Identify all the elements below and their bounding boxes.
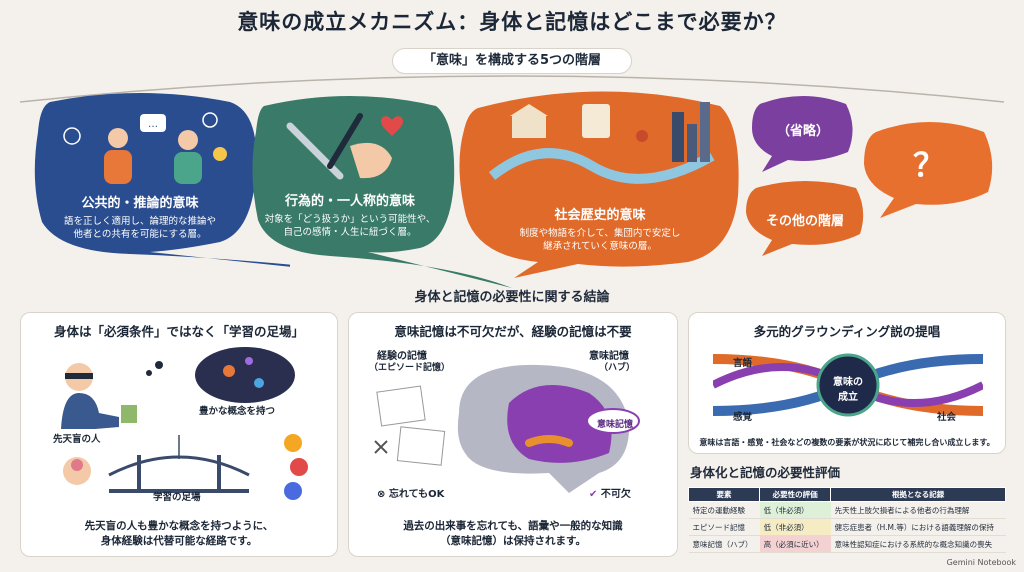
panel-foot: 身体経験は代替可能な経路です。 <box>100 535 258 547</box>
page-title: 意味の成立メカニズム：身体と記憶はどこまで必要か？ <box>237 10 787 34</box>
evaluation-title: 身体化と記憶の必要性評価 <box>690 465 841 480</box>
label-episodic: 経験の記憶 <box>377 351 427 362</box>
speech-bubble-shape <box>34 93 290 267</box>
panel-foot: 過去の出来事を忘れても、語彙や一般的な知識 <box>403 520 623 532</box>
layer-bubble-social: 社会歴史的意味 制度や物語を介して、集団内で安定し継承されていく意味の層。 <box>458 86 742 278</box>
helix-illustration <box>713 353 983 417</box>
table-cell-element: エピソード記憶 <box>688 518 760 536</box>
table-cell-evidence: 健忘症患者（H.M.等）における語義理解の保持 <box>830 518 1006 536</box>
strand-language: 言語 <box>733 358 753 369</box>
strand-society: 社会 <box>937 412 957 423</box>
layer-desc: 制度や物語を介して、集団内で安定し <box>519 228 681 239</box>
speech-bubble-shape <box>459 91 739 278</box>
layer-bubble-public: … 公共的・推論的意味 語を正しく適用し、論理的な推論や他者との共有を可能にする… <box>30 92 290 267</box>
table-row: 意味記憶（ハブ） 高（必須に近い） 意味性認知症における系統的な概念知識の喪失 <box>688 535 1006 553</box>
label-episodic-sub: （エピソード記憶） <box>369 363 451 373</box>
strand-sense: 感覚 <box>733 412 753 423</box>
layer-title: 行為的・一人称的意味 <box>284 194 415 209</box>
tool-hand-illustration <box>286 113 403 180</box>
conclusion-header: 身体と記憶の必要性に関する結論 <box>414 290 610 305</box>
label-scaffold: 学習の足場 <box>153 492 201 503</box>
panel-body-scaffold: 身体は「必須条件」ではなく「学習の足場」 先天盲の人 豊かな概念を持つ 学習の足… <box>20 312 338 557</box>
table-header: 必要性の評価 <box>759 487 832 502</box>
speech-bubble-shape <box>864 122 993 218</box>
evaluation-table: 要素 必要性の評価 根拠となる記録 特定の運動経験 低（非必須） 先天性上肢欠損… <box>687 487 1006 553</box>
layer-bubble-other: その他の階層 <box>742 178 868 258</box>
table-cell-element: 意味記憶（ハブ） <box>688 535 760 553</box>
brain-illustration <box>374 364 640 493</box>
label-concepts: 豊かな概念を持つ <box>199 406 276 417</box>
panel-title: 多元的グラウンディング説の提唱 <box>753 324 941 339</box>
layer-desc: 他者との共有を可能にする層。 <box>73 229 207 240</box>
layer-bubble-unknown: ？ <box>860 118 998 220</box>
forget-ok-label: ⊗ 忘れてもOK <box>377 489 445 500</box>
table-cell-evidence: 意味性認知症における系統的な概念知識の喪失 <box>830 535 1006 553</box>
speech-bubble-shape <box>252 96 512 288</box>
panel-body-grounding: 多元的グラウンディング説の提唱 言語 感覚 社会 意味の成立 意味は言語・感覚・… <box>688 312 1006 454</box>
label-semantic-sub: （ハブ） <box>599 363 636 373</box>
layer-title: その他の階層 <box>765 214 844 229</box>
center-label: 意味の成立 <box>833 373 863 403</box>
table-cell-evidence: 先天性上肢欠損者による他者の行為理解 <box>830 501 1006 519</box>
center-line: 意味の <box>833 377 863 388</box>
speech-bubble-shape <box>746 181 864 256</box>
layer-title: 公共的・推論的意味 <box>81 196 199 211</box>
essential-label: ✔ 不可欠 <box>589 485 631 500</box>
center-line: 成立 <box>838 392 858 403</box>
layers-header: 「意味」を構成する5つの階層 <box>392 48 632 74</box>
table-header: 根拠となる記録 <box>830 487 1006 502</box>
check-icon: ✔ <box>589 489 598 500</box>
layer-desc: 語を正しく適用し、論理的な推論や <box>63 216 216 227</box>
panel-body-memory: 意味記憶は不可欠だが、経験の記憶は不要 経験の記憶 （エピソード記憶） 意味記憶… <box>348 312 678 557</box>
table-cell-rating: 高（必須に近い） <box>759 535 831 553</box>
label-blind: 先天盲の人 <box>53 434 101 445</box>
speech-bubble-shape <box>752 96 853 172</box>
table-row: 特定の運動経験 低（非必須） 先天性上肢欠損者による他者の行為理解 <box>688 501 1006 519</box>
discussion-illustration: … <box>63 112 227 184</box>
layer-desc: 自己の感情・人生に紐づく層。 <box>283 227 417 238</box>
panel-foot: 先天盲の人も豊かな概念を持つように、 <box>84 520 274 532</box>
label-semantic: 意味記憶 <box>589 351 629 362</box>
forget-ok-text: 忘れてもOK <box>388 489 445 500</box>
layer-title: 社会歴史的意味 <box>554 208 646 223</box>
arc-line <box>19 75 1005 103</box>
svg-text:…: … <box>148 119 158 130</box>
layer-desc: 対象を「どう扱うか」という可能性や、 <box>264 214 436 225</box>
blind-person-illustration <box>61 347 308 500</box>
layer-bubble-action: 行為的・一人称的意味 対象を「どう扱うか」という可能性や、自己の感情・人生に紐づ… <box>250 92 512 288</box>
layer-desc: 継承されていく意味の層。 <box>543 241 657 252</box>
table-cell-rating: 低（非必須） <box>759 501 831 519</box>
layer-bubble-omitted: （省略） <box>748 92 858 174</box>
layer-title: ？ <box>912 146 945 184</box>
layer-title: （省略） <box>776 124 829 139</box>
panel-title: 意味記憶は不可欠だが、経験の記憶は不要 <box>394 324 632 339</box>
panel-foot: 意味は言語・感覚・社会などの複数の要素が状況に応じて補完し合い成立します。 <box>699 438 995 447</box>
table-header: 要素 <box>687 487 761 502</box>
panel-foot: （意味記憶）は保持されます。 <box>440 535 586 547</box>
semantic-hub: 意味記憶 <box>597 420 634 430</box>
table-cell-element: 特定の運動経験 <box>688 501 760 519</box>
essential-text: 不可欠 <box>600 489 631 500</box>
panel-title: 身体は「必須条件」ではなく「学習の足場」 <box>53 324 304 339</box>
history-illustration <box>488 102 715 184</box>
footer-brand: Gemini Notebook <box>946 558 1016 567</box>
table-cell-rating: 低（非必須） <box>759 518 831 536</box>
table-row: エピソード記憶 低（非必須） 健忘症患者（H.M.等）における語義理解の保持 <box>688 518 1006 536</box>
